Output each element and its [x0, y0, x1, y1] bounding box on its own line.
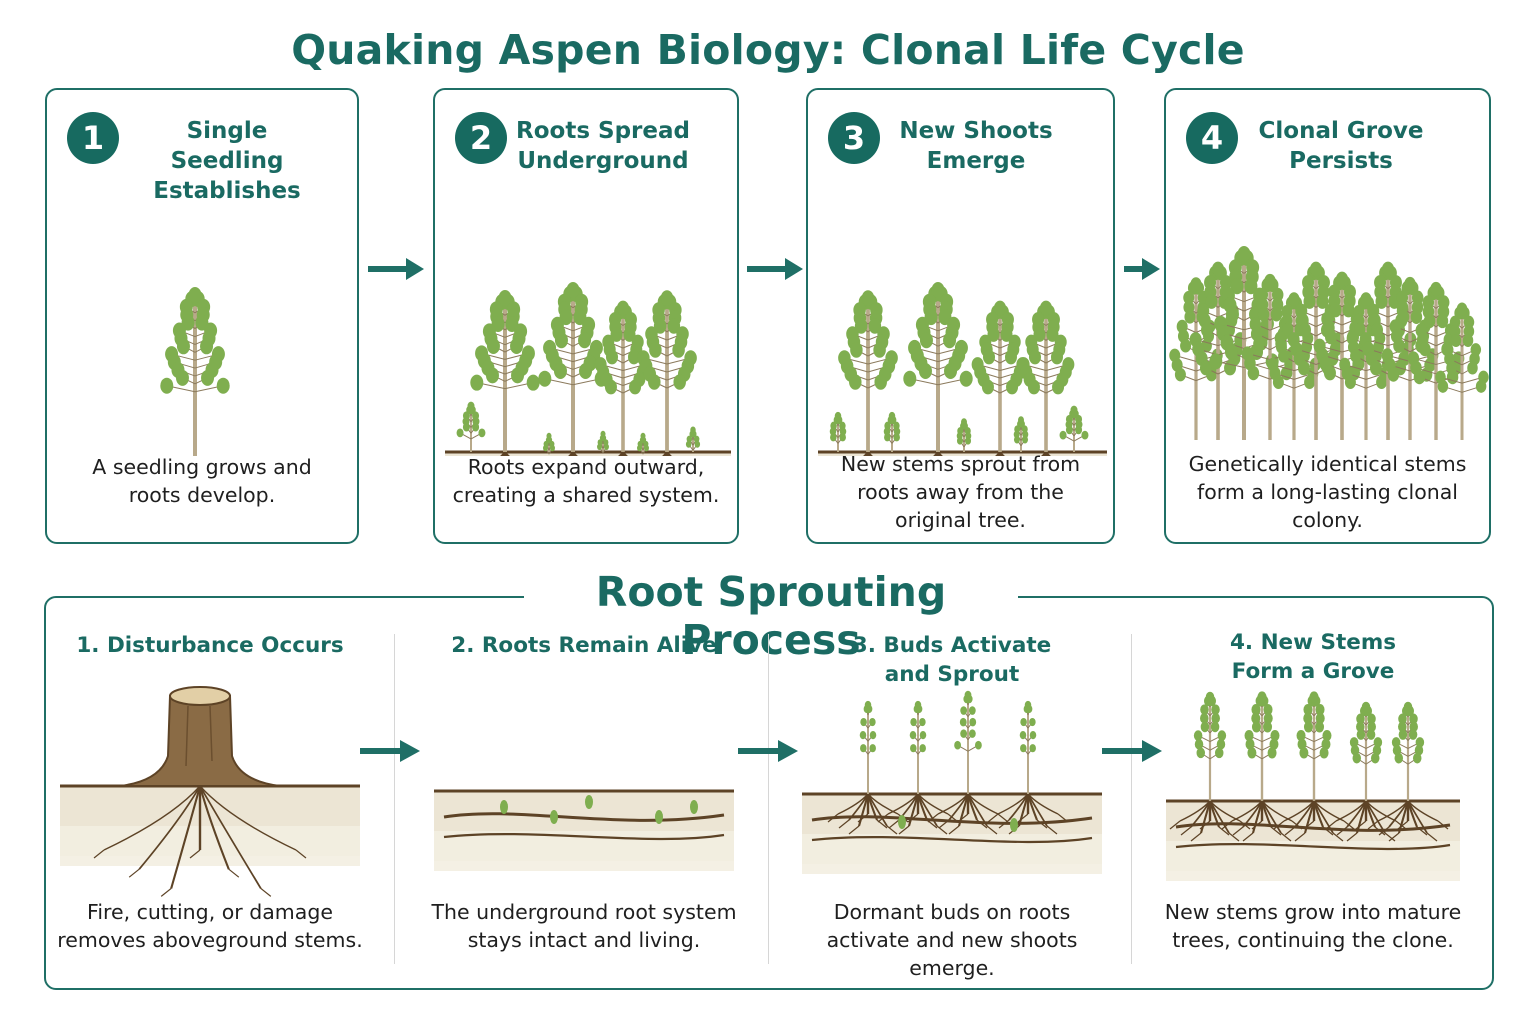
- arrow-right-icon: [747, 258, 803, 280]
- stage-number-badge: 2: [455, 112, 507, 164]
- divider: [394, 634, 395, 964]
- stage-title: New Shoots Emerge: [899, 118, 1053, 174]
- section-title: Root Sprouting Process: [524, 568, 1018, 664]
- stage-title: Clonal Grove Persists: [1258, 118, 1424, 174]
- stage-number-badge: 1: [67, 112, 119, 164]
- stage-description: Roots expand outward, creating a shared …: [452, 455, 720, 507]
- stage-title: Roots Spread Underground: [516, 118, 690, 174]
- process-step-2: 2. Roots Remain Alive The underground ro…: [424, 596, 744, 990]
- step-description: New stems grow into mature trees, contin…: [1164, 900, 1462, 952]
- step-title: 4. New Stems Form a Grove: [1229, 630, 1397, 684]
- sprouting-buds-illustration: [802, 690, 1102, 874]
- stage-title: Single Seedling Establishes: [153, 118, 301, 204]
- process-step-1: 1. Disturbance Occurs Fire, cutting, or …: [50, 596, 370, 990]
- step-description: Fire, cutting, or damage removes abovegr…: [57, 900, 363, 952]
- stage-card-2: 2 Roots Spread Underground Roots expand …: [433, 88, 739, 544]
- stage-card-3: 3 New Shoots Emerge New stems sprout fro…: [806, 88, 1115, 544]
- living-roots-illustration: [434, 789, 734, 871]
- arrow-right-icon: [1124, 258, 1160, 280]
- seedling-illustration: [160, 287, 230, 456]
- step-description: Dormant buds on roots activate and new s…: [826, 900, 1078, 980]
- stage-description: A seedling grows and roots develop.: [92, 455, 312, 507]
- process-step-3: 3. Buds Activate and Sprout Dormant buds…: [792, 596, 1112, 990]
- arrow-right-icon: [360, 740, 420, 762]
- arrow-right-icon: [1102, 740, 1162, 762]
- step-description: The underground root system stays intact…: [431, 900, 737, 952]
- stump-illustration: [60, 686, 360, 897]
- step-title: 2. Roots Remain Alive: [451, 633, 717, 658]
- stage-description: Genetically identical stems form a long-…: [1188, 452, 1467, 532]
- stage-card-4: 4 Clonal Grove Persists Genetically iden…: [1164, 88, 1491, 544]
- divider: [768, 634, 769, 964]
- stage-description: New stems sprout from roots away from th…: [840, 452, 1081, 532]
- clonal-grove-illustration: [1169, 246, 1489, 440]
- stage-number-badge: 3: [828, 112, 880, 164]
- step-title: 3. Buds Activate and Sprout: [852, 633, 1052, 687]
- stage-number-badge: 4: [1186, 112, 1238, 164]
- stage-card-1: 1 Single Seedling Establishes A seedling…: [45, 88, 359, 544]
- new-grove-illustration: [1166, 691, 1460, 881]
- spreading-roots-illustration: [445, 282, 731, 456]
- new-shoots-illustration: [818, 282, 1107, 456]
- arrow-right-icon: [738, 740, 798, 762]
- step-title: 1. Disturbance Occurs: [76, 633, 344, 658]
- divider: [1131, 634, 1132, 964]
- process-step-4: 4. New Stems Form a Grove New stems grow…: [1156, 596, 1470, 990]
- arrow-right-icon: [368, 258, 424, 280]
- page-title: Quaking Aspen Biology: Clonal Life Cycle: [291, 26, 1245, 74]
